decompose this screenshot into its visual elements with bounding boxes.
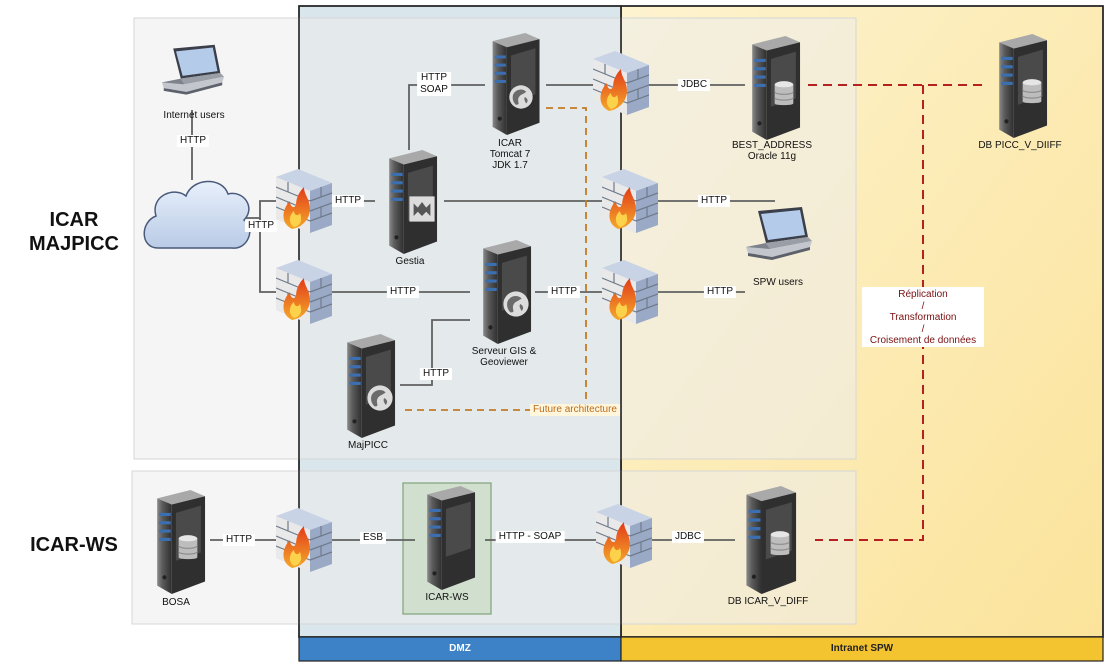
section-title-icar-majpicc: ICAR MAJPICC [28,209,120,255]
edge-label-bosa-http: HTTP [222,534,256,546]
bosa-label: BOSA [162,597,190,608]
edge-label-gestia-spw-http: HTTP [697,195,731,207]
replication-line3: Croisement de données [869,335,977,346]
edge-label-cloud-http: HTTP [244,220,278,232]
edge-label-esb: ESB [359,532,387,544]
dmz-label: DMZ [449,643,471,654]
best-address-label: BEST_ADDRESS Oracle 11g [731,140,813,162]
future-architecture-line [404,107,587,411]
replication-line1: Réplication [898,289,948,300]
replication-note: Réplication / Transformation / Croisemen… [862,287,984,347]
icar-server-label: ICAR Tomcat 7 JDK 1.7 [489,138,531,171]
intranet-bar [620,636,1104,662]
icar-ws-label: ICAR-WS [425,592,469,603]
edge-label-internet-http: HTTP [176,135,210,147]
spw-users-label: SPW users [752,277,804,288]
replication-sep1: / [921,300,925,312]
edge-label-fw-gestia-http: HTTP [331,195,365,207]
edge-label-gis-fw-http: HTTP [547,286,581,298]
majpicc-server-icon [347,334,396,438]
edge-label-http-soap-ws: HTTP - SOAP [495,531,565,543]
internet-users-label: Internet users [163,110,225,121]
majpicc-label: MajPICC [347,440,389,451]
edge-label-fw-gis-http: HTTP [386,286,420,298]
edge-label-jdbc-top: JDBC [677,79,711,91]
icar-server-icon [492,33,540,135]
edge-label-majpicc-gis-http: HTTP [419,368,453,380]
replication-line-2 [815,85,924,541]
db-icar-label: DB ICAR_V_DIFF [727,596,809,607]
section-title-icar-ws: ICAR-WS [30,534,118,556]
intranet-label: Intranet SPW [830,643,894,654]
gis-server-icon [483,240,532,344]
replication-line2: Transformation [889,312,957,323]
edge-label-future-architecture: Future architecture [530,404,620,416]
gis-server-label: Serveur GIS & Geoviewer [471,346,537,368]
edge-label-fw-spw-http: HTTP [703,286,737,298]
gestia-label: Gestia [395,256,425,267]
edge-label-http-soap: HTTP SOAP [417,72,451,96]
panel-icar-ws [131,470,857,625]
icar-ws-server-icon [427,486,476,590]
edge-label-jdbc-bottom: JDBC [671,531,705,543]
replication-sep2: / [921,323,925,335]
db-picc-label: DB PICC_V_DIIFF [978,140,1062,151]
